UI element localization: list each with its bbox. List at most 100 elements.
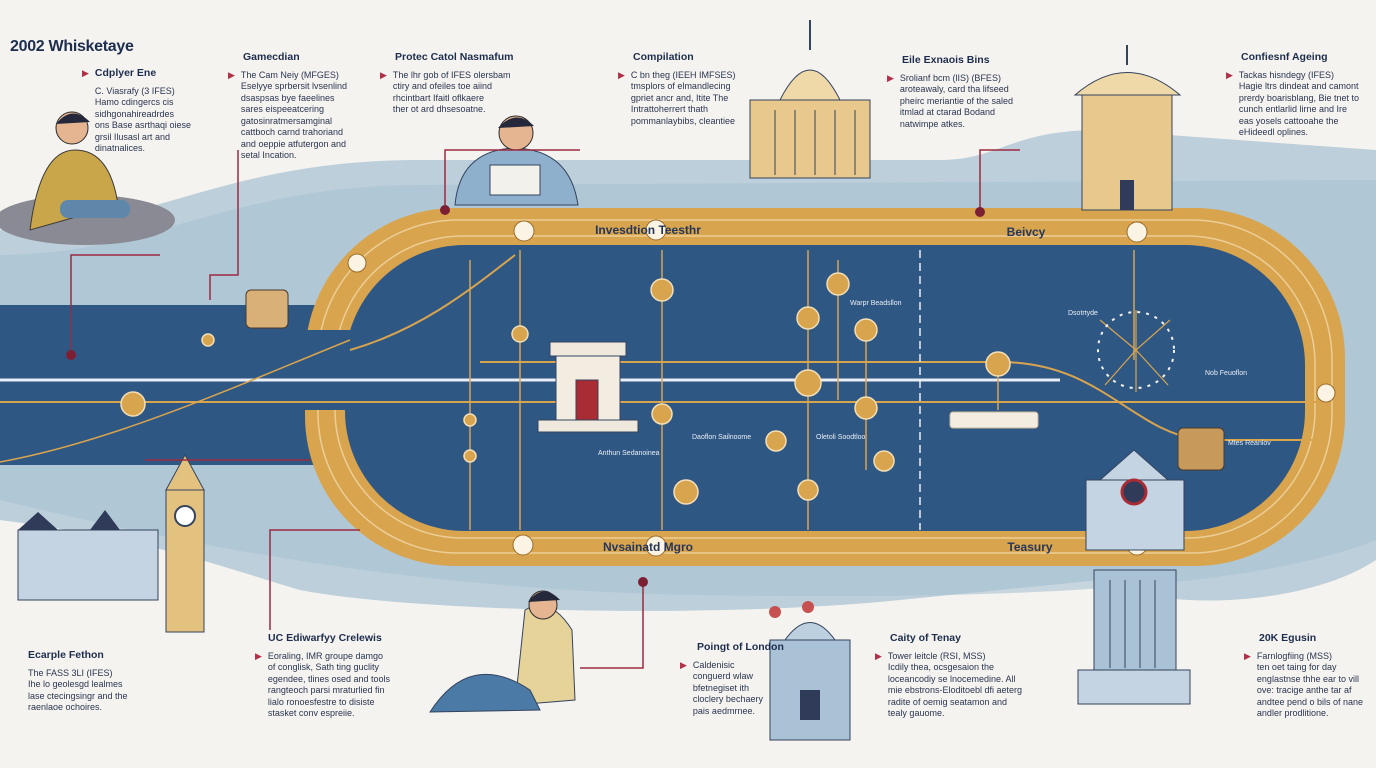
block-line: ctiry and ofeiles toe aiind <box>392 81 492 91</box>
capitol-illustration <box>749 20 871 179</box>
block-heading: Compilation <box>633 51 694 63</box>
block-line: raenlaoe ochoires. <box>28 702 103 712</box>
block-line: dinatnalices. <box>94 143 145 153</box>
block-heading: Eile Exnaois Bins <box>902 54 990 66</box>
block-line: setal Incation. <box>240 150 297 160</box>
info-block-10: Caity of Tenay ▶ Tower leitcle (RSI, MSS… <box>875 632 1022 720</box>
block-line: lase ctecingsingr and the <box>28 690 128 701</box>
track-label-top-left: Invesdtion Teesthr <box>595 223 701 237</box>
block-line: Caldenisic <box>692 659 735 670</box>
block-line: rangteoch parsi mraturlied fin <box>267 685 385 695</box>
arrow-bullet-icon: ▶ <box>887 72 894 83</box>
info-block-6: Confiesnf Ageing ▶ Tackas hisndegy (IFES… <box>1226 51 1359 139</box>
block-heading: Protec Catol Nasmafum <box>395 51 514 63</box>
inner-note: Nob Feuoflon <box>1205 370 1248 377</box>
inner-note: Oletoli Soodtloo <box>816 434 866 441</box>
block-line: C. Viasrafy (3 IFES) <box>94 85 175 96</box>
block-line: eHideedl oplines. <box>1238 127 1308 137</box>
block-line: cloclery bechaery <box>692 694 763 704</box>
inner-note: Dsotrtyde <box>1068 310 1098 317</box>
block-line: stasket conv espreiie. <box>267 708 355 718</box>
inner-note: Anthun Sedanoinea <box>598 450 660 457</box>
arrow-bullet-icon: ▶ <box>380 69 387 80</box>
block-line: sidhgonahireadrdes <box>94 108 174 119</box>
block-line: gpriet ancr and, Itite The <box>630 92 729 103</box>
block-line: tmsplors of elmandlecing <box>630 81 731 91</box>
block-line: Hagie ltrs dindeat and camont <box>1238 81 1359 91</box>
block-line: bfetnegiset ith <box>692 682 749 693</box>
info-block-8: UC Ediwarfyy Crelewis ▶ Eoraling, IMR gr… <box>255 632 391 720</box>
block-heading: Ecarple Fethon <box>28 649 104 661</box>
track-label-bottom-left: Nvsainatd Mgro <box>602 540 694 554</box>
arrow-bullet-icon: ▶ <box>228 69 235 80</box>
tower-illustration <box>769 601 851 741</box>
block-line: loceancodiy se lnocemedine. All <box>887 673 1016 684</box>
block-heading: Caity of Tenay <box>890 632 961 644</box>
info-block-11: 20K Egusin ▶ Farnlogfiing (MSS)ten oet t… <box>1244 632 1364 720</box>
block-line: andler prodlitione. <box>1256 708 1329 718</box>
info-block-2: Gamecdian ▶ The Cam Neiy (MFGES)Eselyye … <box>228 51 347 162</box>
block-line: itmlad at ctarad Bodand <box>899 107 995 117</box>
block-line: andtee pend o bils of nane <box>1256 696 1364 707</box>
arrow-bullet-icon: ▶ <box>875 650 882 661</box>
arrow-bullet-icon: ▶ <box>255 650 262 661</box>
info-block-7: Ecarple Fethon The FASS 3LI (IFES)Ihe lo… <box>28 649 128 714</box>
arrow-bullet-icon: ▶ <box>618 69 625 80</box>
inner-note: Daoflon Sailnoome <box>692 434 752 441</box>
block-line: The FASS 3LI (IFES) <box>28 667 113 678</box>
block-line: ons Base asrthaqi oiese <box>94 120 191 130</box>
arrow-bullet-icon: ▶ <box>1226 69 1233 80</box>
page-title: 2002 Whisketaye <box>10 38 134 55</box>
block-line: englastnse thhe ear to vill <box>1256 673 1359 684</box>
block-line: sares eispeeatcering <box>240 104 324 114</box>
arrow-bullet-icon: ▶ <box>1244 650 1251 661</box>
block-line: C bn theg (IEEH IMFSES) <box>630 69 736 80</box>
block-line: egendee, tlines osed and tools <box>267 673 391 684</box>
block-line: natwimpe atkes. <box>899 118 965 129</box>
person-seated-illustration-1 <box>0 111 175 245</box>
central-building-illustration <box>537 341 639 433</box>
block-line: pheirc meriantie of the saled <box>899 95 1013 106</box>
block-line: ten oet taing for day <box>1256 662 1337 672</box>
track-label-top-right: Beivcy <box>1006 225 1046 239</box>
block-line: Srolianf bcm (lIS) (BFES) <box>899 72 1001 83</box>
block-heading: Poingt of London <box>697 641 784 653</box>
block-line: aroteawaly, card tha lifseed <box>899 84 1009 94</box>
arrow-bullet-icon: ▶ <box>82 68 89 78</box>
big-ben-illustration <box>17 453 205 633</box>
block-heading: Cdplyer Ene <box>94 67 157 79</box>
info-block-5: Eile Exnaois Bins ▶ Srolianf bcm (lIS) (… <box>887 54 1013 130</box>
block-line: Icdily thea, ocsgesaion the <box>887 662 994 672</box>
block-line: cattboch carnd trahoriand <box>240 127 343 137</box>
block-heading: Gamecdian <box>243 51 300 63</box>
block-line: dsaspsas bye faeelines <box>240 92 335 103</box>
block-line: lialo ronoesfestre to disiste <box>267 696 375 707</box>
block-line: and oeppie atfutergon and <box>240 138 347 149</box>
block-line: Farnlogfiing (MSS) <box>1256 650 1332 661</box>
track-label-bottom-right: Teasury <box>1007 540 1053 554</box>
block-line: mie ebstrons-Eloditoebl dfi aeterg <box>887 685 1022 695</box>
person-seated-illustration-2 <box>429 590 576 713</box>
block-line: pais aedmrnee. <box>692 705 755 716</box>
info-block-4: Compilation ▶ C bn theg (IEEH IMFSES)tms… <box>618 51 736 127</box>
block-line: conguerd wlaw <box>692 671 753 681</box>
block-line: grsil Ilusasl art and <box>94 131 170 142</box>
info-block-1: ▶ Cdplyer Ene C. Viasrafy (3 IFES)Hamo c… <box>82 67 191 155</box>
block-line: of conglisk, Sath ting guclity <box>267 662 379 672</box>
block-line: Tackas hisndegy (IFES) <box>1238 69 1334 80</box>
arrow-bullet-icon: ▶ <box>680 659 687 670</box>
block-line: prerdy boarisblang, Bie tnet to <box>1238 92 1359 103</box>
block-heading: Confiesnf Ageing <box>1241 51 1328 63</box>
block-line: pommanlaybibs, cleantiee <box>630 115 735 126</box>
block-line: ove: tracige anthe tar af <box>1256 685 1352 695</box>
block-heading: UC Ediwarfyy Crelewis <box>268 632 382 644</box>
temple-illustration <box>1073 45 1182 211</box>
block-line: Eoraling, IMR groupe damgo <box>267 650 383 661</box>
block-line: cunch entlarlid lirne and Ire <box>1238 104 1347 114</box>
block-line: Intrattoherrert thath <box>630 104 708 114</box>
column-building-illustration <box>1077 569 1191 705</box>
inner-note: Mtes Reanlov <box>1228 440 1271 447</box>
person-reading-illustration <box>454 115 579 206</box>
block-line: The lhr gob of IFES olersbam <box>392 69 511 80</box>
